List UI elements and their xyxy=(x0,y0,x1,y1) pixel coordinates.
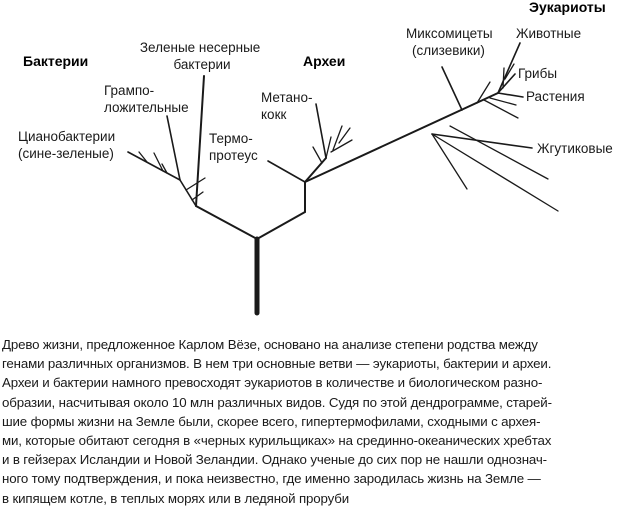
group-label-eukaryotes: Эукариоты xyxy=(529,0,606,15)
twig xyxy=(431,133,559,212)
twig xyxy=(161,163,168,174)
caption-line: и в гейзерах Исландии и Новой Зеландии. … xyxy=(2,452,547,468)
twig xyxy=(489,97,517,106)
taxon-label-plants: Растения xyxy=(526,89,585,104)
twig xyxy=(153,152,164,172)
caption-line: ного тому подтверждения, и пока неизвест… xyxy=(2,471,541,487)
branch-flagellates xyxy=(431,133,533,149)
caption-line: ми, которые обитают сегодня в «черных ку… xyxy=(2,433,552,449)
twig xyxy=(332,125,343,151)
branch-thermoproteus xyxy=(267,160,306,183)
twig xyxy=(338,127,351,144)
branch-eukaryotes-main xyxy=(304,92,499,183)
twig xyxy=(431,133,468,190)
branch-plants xyxy=(497,92,524,98)
group-label-archaea: Археи xyxy=(303,53,345,69)
caption-line: образии, насчитывая около 10 млн различн… xyxy=(2,394,552,410)
taxon-label-gram-positive: Грампо- ложительные xyxy=(104,83,189,115)
taxon-label-thermoproteus: Термо- протеус xyxy=(209,131,258,163)
branch-bacteria-main xyxy=(195,205,258,240)
branch-arch-euk-main xyxy=(256,211,306,240)
caption-line: Археи и бактерии намного превосходят эук… xyxy=(2,375,543,391)
twig xyxy=(449,125,549,180)
taxon-label-cyanobacteria: Цианобактерии (сине-зеленые) xyxy=(18,129,119,161)
branch-archaea-main xyxy=(304,157,327,183)
taxon-label-animals: Животные xyxy=(516,26,581,41)
twig xyxy=(502,67,505,89)
taxon-label-flagellates: Жгутиковые xyxy=(537,141,613,156)
twig xyxy=(504,63,515,80)
group-label-bacteria: Бактерии xyxy=(23,53,88,69)
caption-line: Древо жизни, предложенное Карлом Вёзе, о… xyxy=(2,337,538,352)
branch-methanococcus xyxy=(315,103,327,159)
branch-slime-molds xyxy=(441,66,463,111)
twig xyxy=(138,151,148,163)
taxon-label-fungi: Грибы xyxy=(518,66,557,81)
branch-fungi xyxy=(497,73,516,94)
branch-cyanobacteria xyxy=(127,151,181,181)
twig xyxy=(476,81,491,104)
taxon-label-slime-molds: Миксомицеты (слизевики) xyxy=(406,26,496,58)
twig xyxy=(325,136,332,159)
branch-bacteria-inner xyxy=(179,179,197,207)
tree-of-life-diagram: Бактерии Археи Эукариоты Зеленые несерны… xyxy=(18,0,613,316)
twig xyxy=(191,191,204,201)
twig xyxy=(483,99,519,119)
caption-line: шие формы жизни на Земле были, скорее вс… xyxy=(2,413,541,429)
caption-line: в кипящем котле, в теплых морях или в ле… xyxy=(2,490,349,506)
twig xyxy=(185,177,206,191)
branch-animals xyxy=(497,42,521,94)
branch-green-nonsulfur xyxy=(195,75,205,207)
branch-gram-positive xyxy=(166,115,181,181)
twig xyxy=(312,146,323,164)
taxon-label-methanococcus: Метано- кокк xyxy=(261,90,316,122)
caption-line: генами различных организмов. В нем три о… xyxy=(2,356,552,372)
twig xyxy=(330,139,353,153)
taxon-label-green-nonsulfur: Зеленые несерные бактерии xyxy=(140,40,264,72)
figure-caption: Древо жизни, предложенное Карлом Вёзе, о… xyxy=(2,335,632,508)
